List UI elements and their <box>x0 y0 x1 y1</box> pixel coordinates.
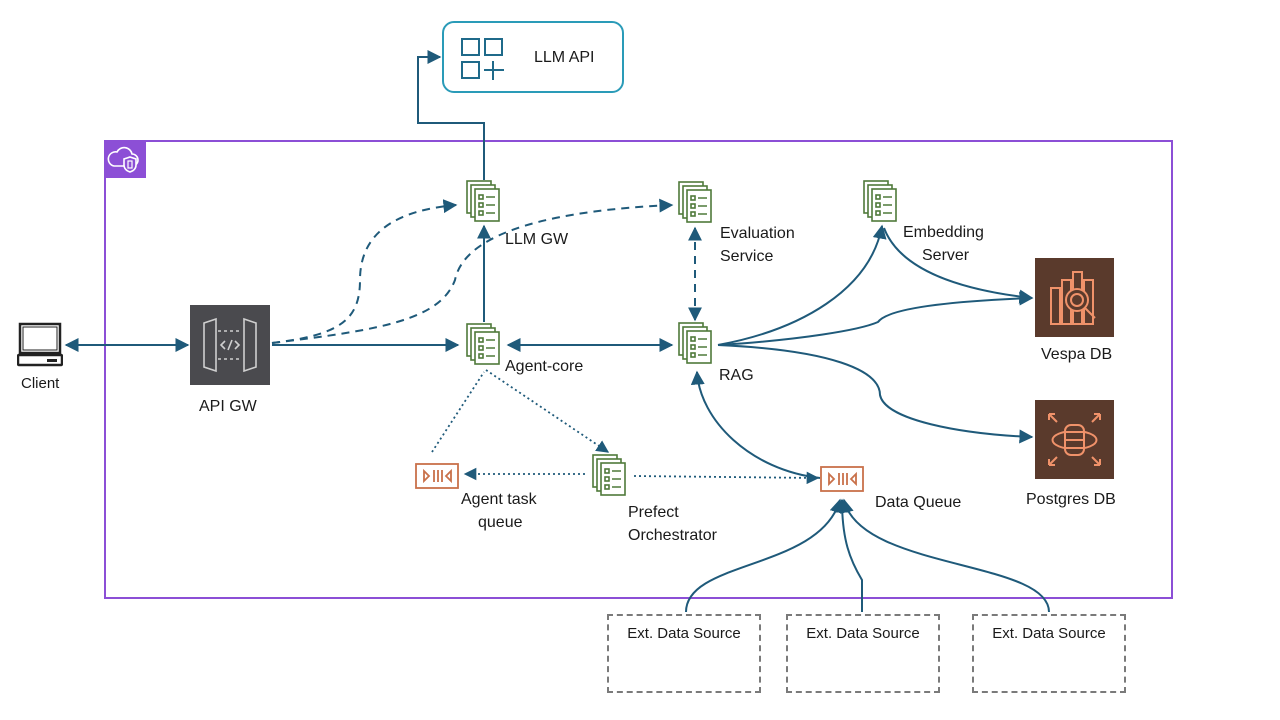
llm-gw-label: LLM GW <box>505 231 569 248</box>
edge-rag-postgres <box>717 344 1034 444</box>
vpc-badge <box>104 140 146 178</box>
data-queue-label: Data Queue <box>875 494 962 511</box>
service-docs-icon <box>466 180 500 222</box>
api-gateway-icon <box>203 317 257 373</box>
embedding-label-1: Embedding <box>903 224 984 241</box>
prefect-label-1: Prefect <box>628 504 679 521</box>
edge-rag-embedding <box>717 224 887 346</box>
ext-data-source-label: Ext. Data Source <box>806 625 920 642</box>
edge-apigw-llmgw-dashed <box>271 199 458 344</box>
agent-queue-label-2: queue <box>478 514 523 531</box>
queue-icon <box>415 463 459 489</box>
api-gw-label: API GW <box>199 398 257 415</box>
agent-queue-label-1: Agent task <box>461 491 537 508</box>
api-gateway-node[interactable] <box>190 305 270 385</box>
embedding-label-2: Server <box>922 247 970 264</box>
service-docs-icon <box>592 454 626 496</box>
llm-gw-node[interactable] <box>466 180 502 229</box>
client-label: Client <box>21 375 60 392</box>
ext-data-source-1[interactable]: Ext. Data Source <box>607 614 761 693</box>
edge-ext1-dataqueue <box>685 498 844 613</box>
search-analytics-icon <box>1050 271 1096 325</box>
postgres-db-label: Postgres DB <box>1026 491 1116 508</box>
agent-core-node[interactable] <box>466 323 502 372</box>
prefect-label-2: Orchestrator <box>628 527 717 544</box>
ext-data-source-3[interactable]: Ext. Data Source <box>972 614 1126 693</box>
edge-rag-vespa <box>717 291 1034 346</box>
cloud-shield-icon <box>107 146 139 173</box>
edge-agentcore-queue-dotted <box>431 371 485 453</box>
postgres-db-node[interactable] <box>1035 400 1114 479</box>
data-queue-node[interactable] <box>820 466 864 497</box>
edge-llmgw-llmapi <box>417 50 485 180</box>
ext-data-source-2[interactable]: Ext. Data Source <box>786 614 940 693</box>
laptop-icon <box>17 322 63 367</box>
service-docs-icon <box>678 181 712 223</box>
database-icon <box>1048 413 1101 466</box>
agent-core-label: Agent-core <box>505 358 584 375</box>
edge-agentcore-prefect-dotted <box>485 369 610 453</box>
llm-api-label: LLM API <box>534 49 595 66</box>
edge-embedding-vespa <box>883 227 1034 304</box>
llm-api-box[interactable]: LLM API <box>442 21 624 93</box>
agent-task-queue-node[interactable] <box>415 463 459 494</box>
evaluation-service-node[interactable] <box>678 181 714 230</box>
service-docs-icon <box>466 323 500 365</box>
service-docs-icon <box>863 180 897 222</box>
queue-icon <box>820 466 864 492</box>
grid-plus-icon <box>461 38 504 80</box>
ext-data-source-label: Ext. Data Source <box>992 625 1106 642</box>
rag-label: RAG <box>719 367 754 384</box>
ext-data-source-label: Ext. Data Source <box>627 625 741 642</box>
vespa-db-node[interactable] <box>1035 258 1114 337</box>
vpc-boundary <box>104 140 1173 599</box>
edge-apigw-eval-dashed <box>271 198 674 344</box>
rag-node[interactable] <box>678 322 714 371</box>
embedding-server-node[interactable] <box>863 180 899 229</box>
vespa-db-label: Vespa DB <box>1041 346 1113 363</box>
edge-ext3-dataqueue <box>840 498 1050 613</box>
edge-prefect-dataqueue-dotted <box>633 471 820 485</box>
evaluation-label-1: Evaluation <box>720 225 795 242</box>
service-docs-icon <box>678 322 712 364</box>
prefect-orchestrator-node[interactable] <box>592 454 628 503</box>
edge-dataqueue-rag <box>690 370 821 479</box>
evaluation-label-2: Service <box>720 248 774 265</box>
